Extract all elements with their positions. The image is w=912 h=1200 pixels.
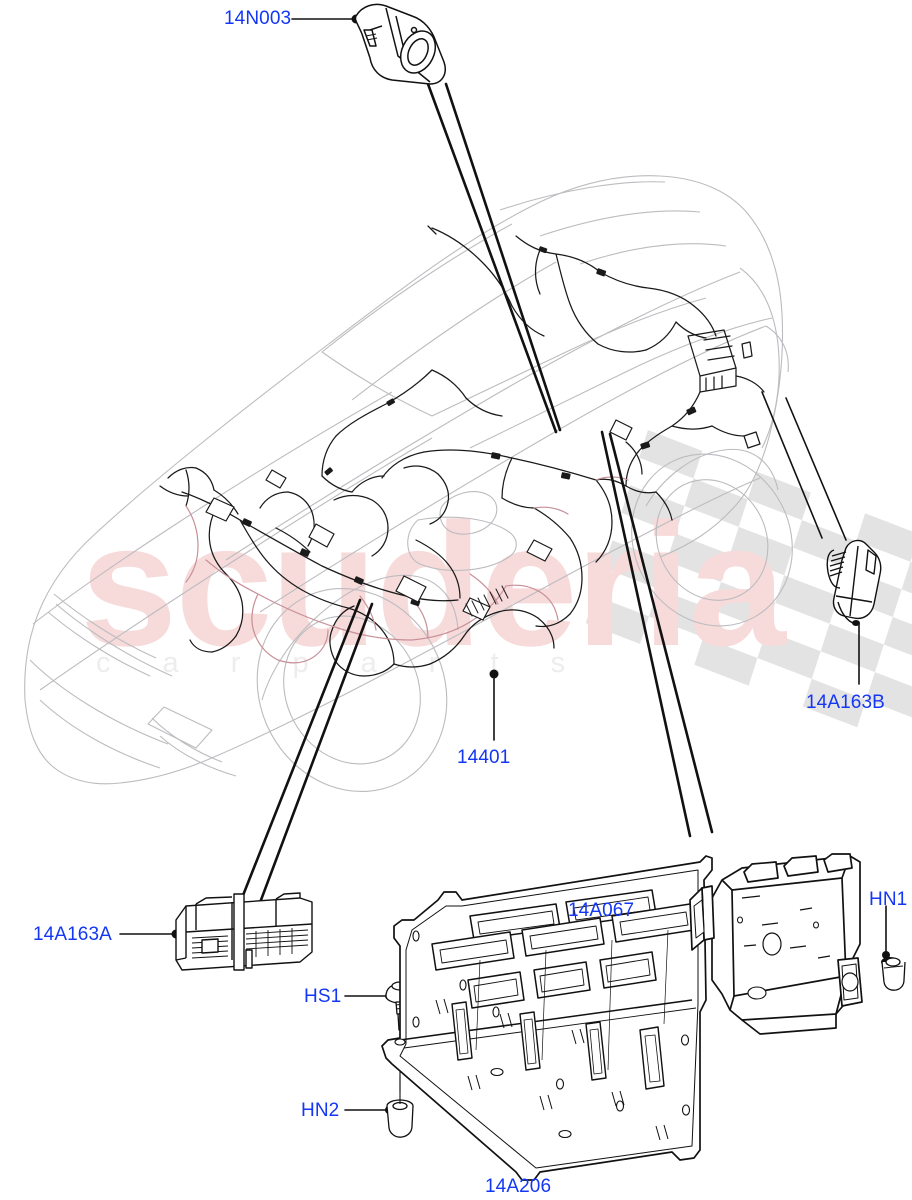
leader-14A163B-2 (785, 397, 847, 541)
part-nut-hn2 (386, 1076, 414, 1138)
leader-14A163A-to-vehicle-2 (256, 602, 374, 910)
leader-module-to-vehicle-1 (600, 430, 692, 838)
callout-label-HN2: HN2 (301, 1100, 340, 1121)
part-control-module (689, 853, 863, 1035)
callout-label-14N003: 14N003 (224, 8, 292, 29)
callout-label-14A163B: 14A163B (806, 692, 885, 713)
checkered-flag-icon (585, 430, 912, 728)
vehicle-outline (24, 175, 793, 793)
callout-label-HS1: HS1 (304, 986, 342, 1007)
callout-label-14A163A: 14A163A (33, 924, 112, 945)
svg-text:c a r p a r t s: c a r p a r t s (96, 647, 587, 679)
part-nut-hn1 (881, 957, 906, 991)
leader-14A163A-to-vehicle-1 (236, 598, 362, 910)
part-connector-a (175, 892, 313, 971)
callout-label-14401: 14401 (457, 747, 511, 768)
callout-label-HN1: HN1 (869, 889, 908, 910)
leader-14A163B-1 (761, 391, 823, 539)
part-mounting-bracket-plate (381, 855, 713, 1181)
callout-label-14A206: 14A206 (485, 1176, 552, 1197)
leader-module-to-vehicle-2 (608, 432, 714, 834)
leader-antenna-to-harness-2 (444, 82, 562, 432)
part-connector-b (826, 539, 882, 626)
body-wiring-harness-drawing (159, 225, 765, 677)
callout-label-14A067: 14A067 (568, 900, 635, 921)
leader-antenna-to-harness-1 (426, 82, 558, 434)
part-antenna-module (354, 3, 446, 85)
